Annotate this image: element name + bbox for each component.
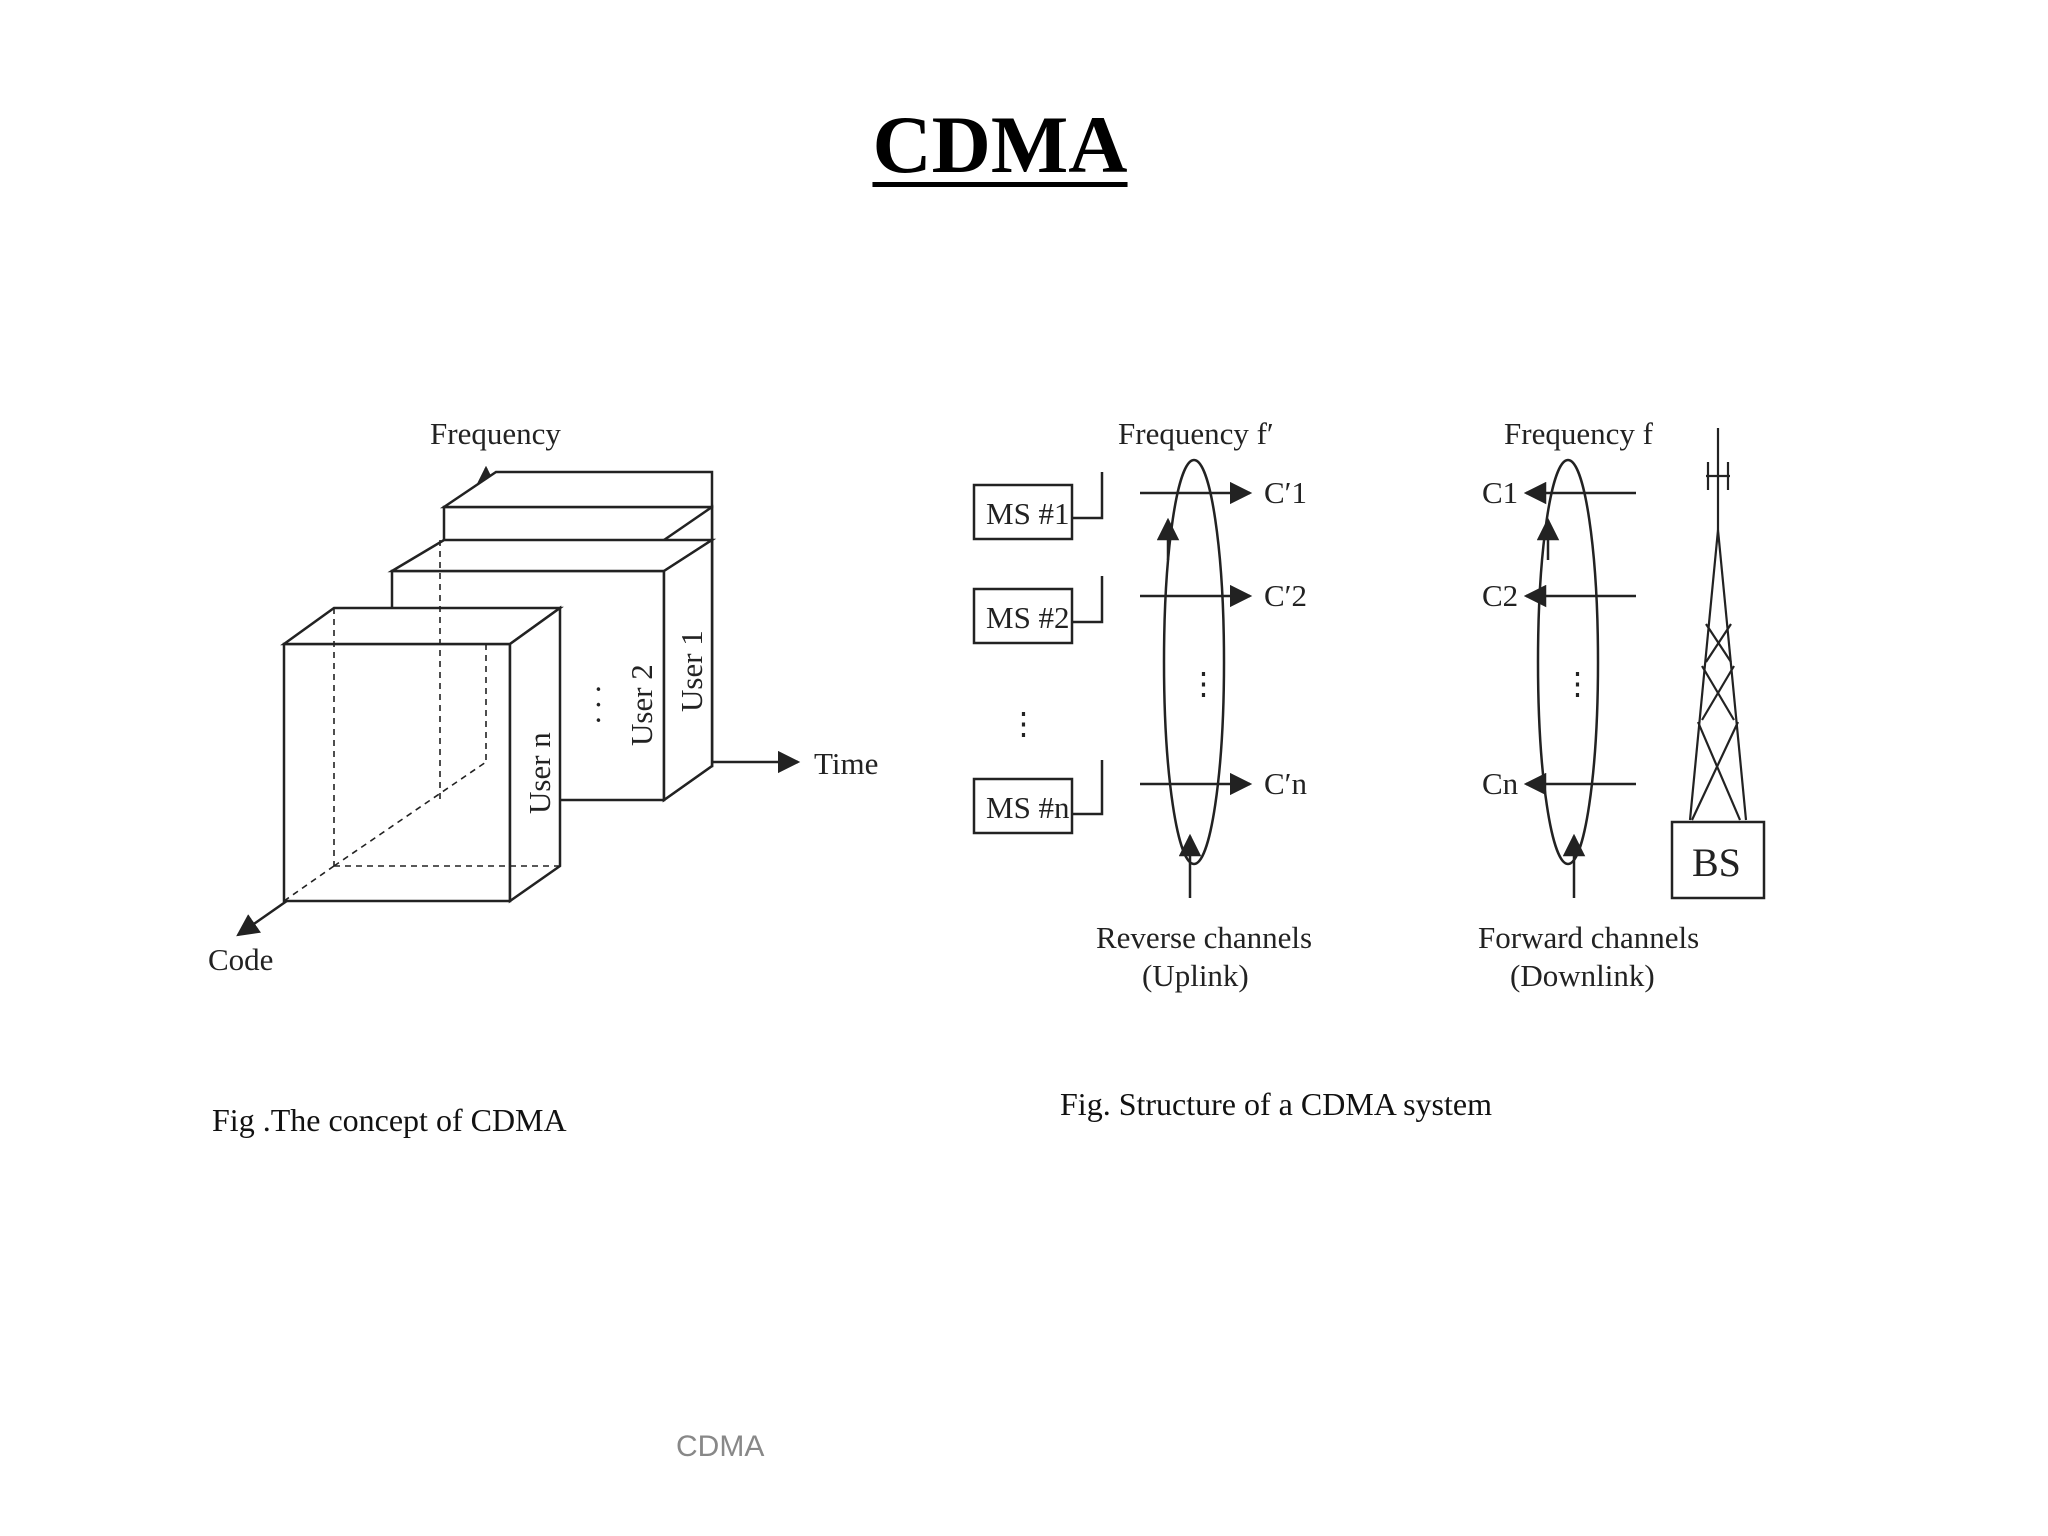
downlink-ellipse xyxy=(1536,458,1600,866)
downlink-channel-n: Cn xyxy=(1482,766,1519,801)
ms-2-box xyxy=(972,587,1074,645)
slide-title: CDMA xyxy=(872,99,1128,190)
uplink-dots: ⋮ xyxy=(1188,666,1219,701)
user-1-label: User 1 xyxy=(674,630,709,712)
reverse-channels-label: Reverse channels xyxy=(1096,920,1312,955)
bs-label: BS xyxy=(1692,840,1741,885)
concept-diagram xyxy=(236,465,801,937)
downlink-dots: ⋮ xyxy=(1562,666,1593,701)
uplink-channel-2: C′2 xyxy=(1264,578,1307,613)
users-ellipsis: . . . xyxy=(572,685,607,724)
ms-ellipsis: ⋮ xyxy=(1008,706,1039,741)
uplink-frequency-label: Frequency f′ xyxy=(1118,416,1274,451)
code-axis-label: Code xyxy=(208,942,273,977)
uplink-ellipse xyxy=(1162,458,1226,866)
user-2-label: User 2 xyxy=(624,664,659,746)
downlink-channel-2: C2 xyxy=(1482,578,1518,613)
hidden-edges xyxy=(283,540,560,902)
uplink-channel-n: C′n xyxy=(1264,766,1307,801)
user-n-box xyxy=(280,605,564,904)
slide-footer: CDMA xyxy=(676,1430,765,1463)
ms-1-box xyxy=(972,483,1074,541)
tower-icon xyxy=(1688,428,1748,821)
ms-2-label: MS #2 xyxy=(986,600,1070,635)
forward-channels-label: Forward channels xyxy=(1478,920,1699,955)
concept-caption: Fig .The concept of CDMA xyxy=(212,1102,567,1138)
frequency-axis-label: Frequency xyxy=(430,416,561,451)
ms-n-box xyxy=(972,777,1074,835)
ms-1-label: MS #1 xyxy=(986,496,1070,531)
downlink-channel-1: C1 xyxy=(1482,475,1518,510)
downlink-label: (Downlink) xyxy=(1510,958,1655,993)
ms-n-label: MS #n xyxy=(986,790,1070,825)
uplink-label: (Uplink) xyxy=(1142,958,1249,993)
downlink-frequency-label: Frequency f xyxy=(1504,416,1654,451)
structure-diagram xyxy=(972,428,1766,900)
uplink-channel-1: C′1 xyxy=(1264,475,1307,510)
user-n-label: User n xyxy=(522,732,557,814)
bs-box xyxy=(1670,820,1766,900)
time-axis-label: Time xyxy=(814,746,878,781)
structure-caption: Fig. Structure of a CDMA system xyxy=(1060,1086,1492,1122)
